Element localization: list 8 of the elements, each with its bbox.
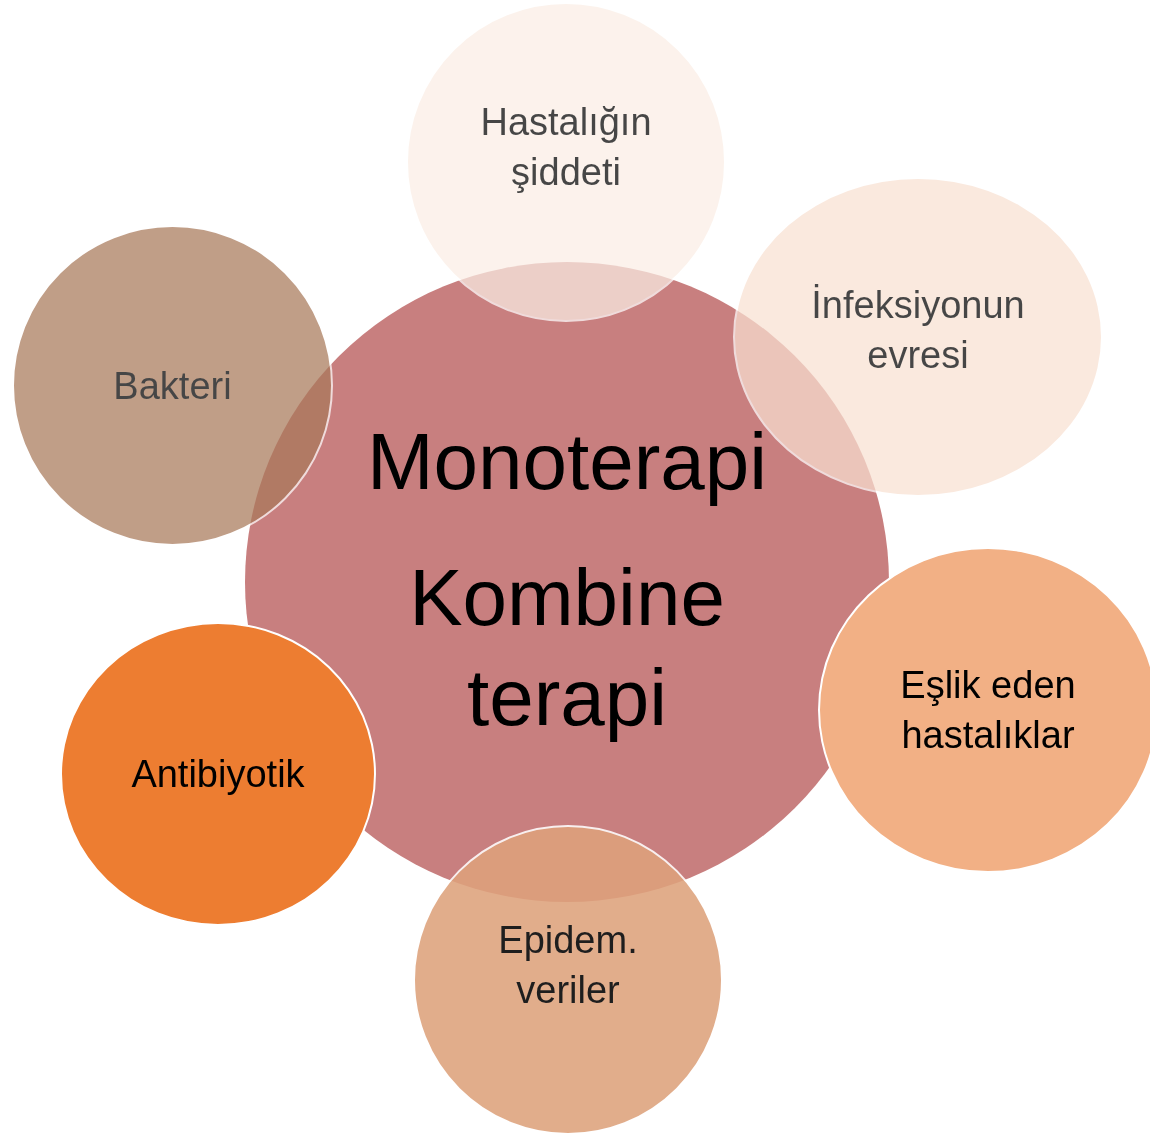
center-title: Monoterapi [365, 416, 769, 508]
node-label: Eşlik eden hastalıklar [899, 663, 1077, 758]
node-label: İnfeksiyonun evresi [810, 282, 1026, 378]
node-label: Epidem. veriler [497, 918, 639, 1013]
node-label: Antibiyotik [130, 752, 306, 797]
node-label: Hastalığın şiddeti [479, 100, 653, 195]
center-title: Kombine terapi [408, 552, 726, 744]
node-label: Bakteri [112, 363, 233, 409]
